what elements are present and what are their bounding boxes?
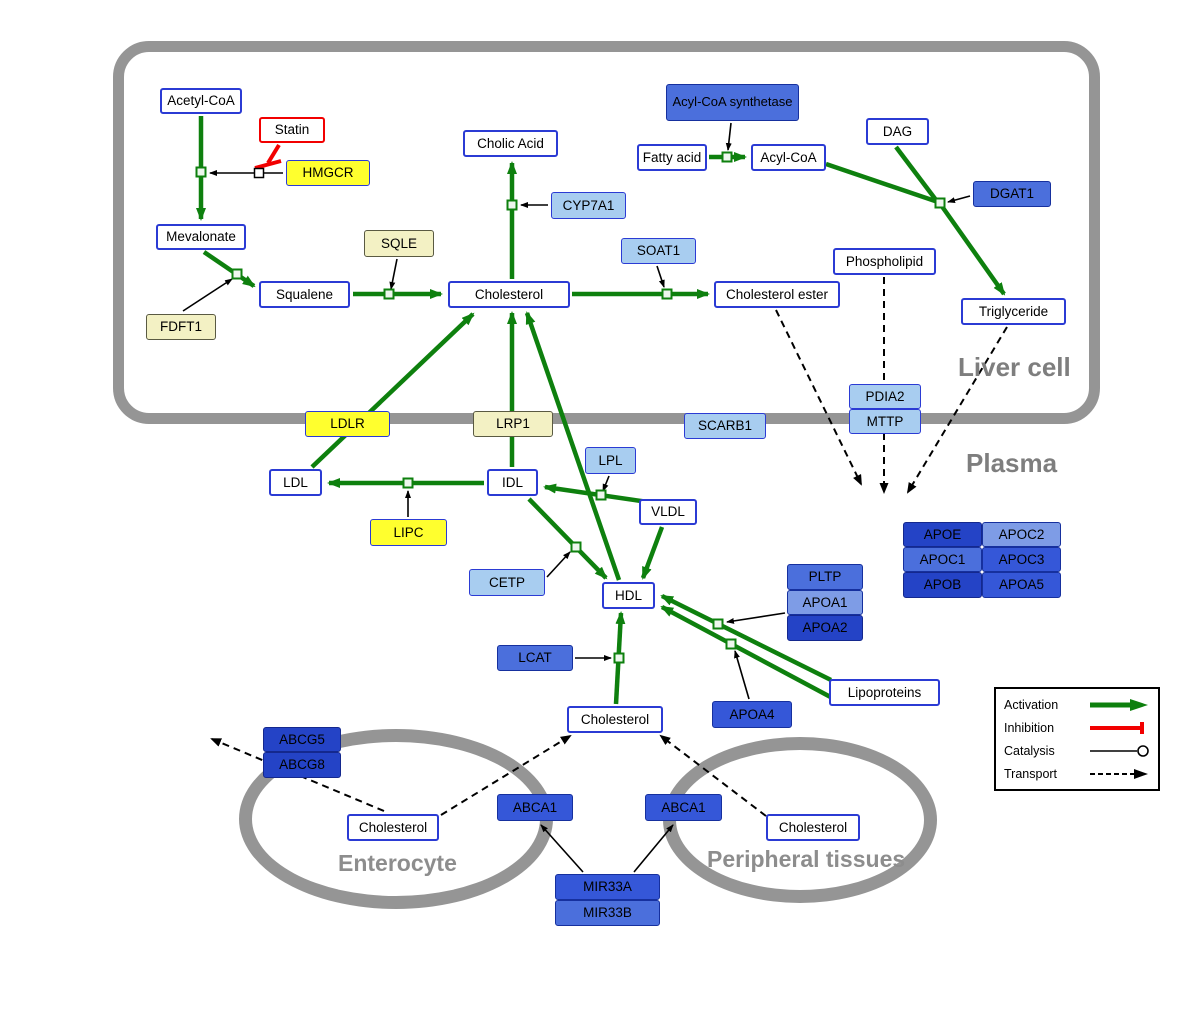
node-acyl-coa-synthetase[interactable]: Acyl-CoA synthetase [666,84,799,121]
transport-dashed-arrow-icon [1090,768,1148,779]
node-pltp[interactable]: PLTP [787,564,863,590]
activation-arrow-icon [1090,698,1148,711]
junction-lcat [613,652,625,664]
catalysis-lpl [602,475,610,492]
node-mevalonate[interactable]: Mevalonate [156,224,246,250]
liver-cell-label: Liver cell [958,352,1071,382]
node-cholesterol-plasma[interactable]: Cholesterol [567,706,663,733]
legend-row-transport: Transport [1004,766,1150,782]
node-statin[interactable]: Statin [259,117,325,143]
node-apoc3[interactable]: APOC3 [982,547,1061,572]
node-fatty-acid[interactable]: Fatty acid [637,144,707,171]
junction-apoa4 [725,638,737,650]
node-apoc1[interactable]: APOC1 [903,547,982,572]
node-acetyl-coa[interactable]: Acetyl-CoA [160,88,242,114]
legend-row-activation: Activation [1004,697,1150,713]
node-abcg8[interactable]: ABCG8 [263,752,341,778]
node-cholesterol-enterocyte[interactable]: Cholesterol [347,814,439,841]
node-apoe[interactable]: APOE [903,522,982,547]
legend-row-catalysis: Catalysis [1004,743,1150,759]
legend: Activation Inhibition Catalysis Transpor… [994,687,1160,791]
node-dag[interactable]: DAG [866,118,929,145]
node-abca1-peripheral[interactable]: ABCA1 [645,794,722,821]
node-lrp1[interactable]: LRP1 [473,411,553,437]
plasma-label: Plasma [966,448,1058,478]
node-soat1[interactable]: SOAT1 [621,238,696,264]
node-dgat1[interactable]: DGAT1 [973,181,1051,207]
catalysis-apoa1-apoa2 [726,612,786,624]
node-apob[interactable]: APOB [903,572,982,598]
node-abca1-enterocyte[interactable]: ABCA1 [497,794,573,821]
node-hmgcr[interactable]: HMGCR [286,160,370,186]
node-abcg5[interactable]: ABCG5 [263,727,341,752]
node-cyp7a1[interactable]: CYP7A1 [551,192,626,219]
edge-idl-hdl-cetp [527,497,608,580]
node-squalene[interactable]: Squalene [259,281,350,308]
legend-inhibition-label: Inhibition [1004,720,1055,735]
node-pdia2[interactable]: PDIA2 [849,384,921,409]
node-apoc2[interactable]: APOC2 [982,522,1061,547]
catalysis-cetp [546,551,571,578]
peripheral-tissues-label: Peripheral tissues [707,846,906,872]
node-apoa1[interactable]: APOA1 [787,590,863,615]
node-mir33a[interactable]: MIR33A [555,874,660,900]
inhibition-bar-icon [1090,721,1144,734]
legend-activation-label: Activation [1004,697,1059,712]
node-cholesterol-peripheral[interactable]: Cholesterol [766,814,860,841]
node-apoa2[interactable]: APOA2 [787,615,863,641]
node-phospholipid[interactable]: Phospholipid [833,248,936,275]
edge-vldl-idl [543,483,649,505]
node-cetp[interactable]: CETP [469,569,545,596]
node-lipoproteins[interactable]: Lipoproteins [829,679,940,706]
node-sqle[interactable]: SQLE [364,230,434,257]
node-ldlr[interactable]: LDLR [305,411,390,437]
legend-row-inhibition: Inhibition [1004,720,1150,736]
node-cholesterol-ester[interactable]: Cholesterol ester [714,281,840,308]
node-mir33b[interactable]: MIR33B [555,900,660,926]
junction-apoa1-2 [712,618,724,630]
node-acyl-coa[interactable]: Acyl-CoA [751,144,826,171]
node-ldl[interactable]: LDL [269,469,322,496]
node-apoa4[interactable]: APOA4 [712,701,792,728]
junction-cetp [570,541,582,553]
junction-lpl [595,489,607,501]
node-scarb1[interactable]: SCARB1 [684,413,766,439]
node-lcat[interactable]: LCAT [497,645,573,671]
node-vldl[interactable]: VLDL [639,499,697,525]
node-mttp[interactable]: MTTP [849,409,921,434]
node-lpl[interactable]: LPL [585,447,636,474]
junction-lipc [402,477,414,489]
enterocyte-label: Enterocyte [338,850,457,876]
edge-vldl-hdl [640,526,665,580]
catalysis-circle-icon [1090,744,1149,757]
catalysis-apoa4 [734,650,750,700]
edge-cholesterol-hdl-lcat [613,611,626,705]
node-idl[interactable]: IDL [487,469,538,496]
legend-catalysis-label: Catalysis [1004,743,1055,758]
node-cholesterol-liver[interactable]: Cholesterol [448,281,570,308]
node-hdl[interactable]: HDL [602,582,655,609]
legend-transport-label: Transport [1004,766,1058,781]
node-triglyceride[interactable]: Triglyceride [961,298,1066,325]
node-apoa5[interactable]: APOA5 [982,572,1061,598]
node-fdft1[interactable]: FDFT1 [146,314,216,340]
node-cholic-acid[interactable]: Cholic Acid [463,130,558,157]
node-lipc[interactable]: LIPC [370,519,447,546]
liver-cell-membrane [113,41,1100,424]
